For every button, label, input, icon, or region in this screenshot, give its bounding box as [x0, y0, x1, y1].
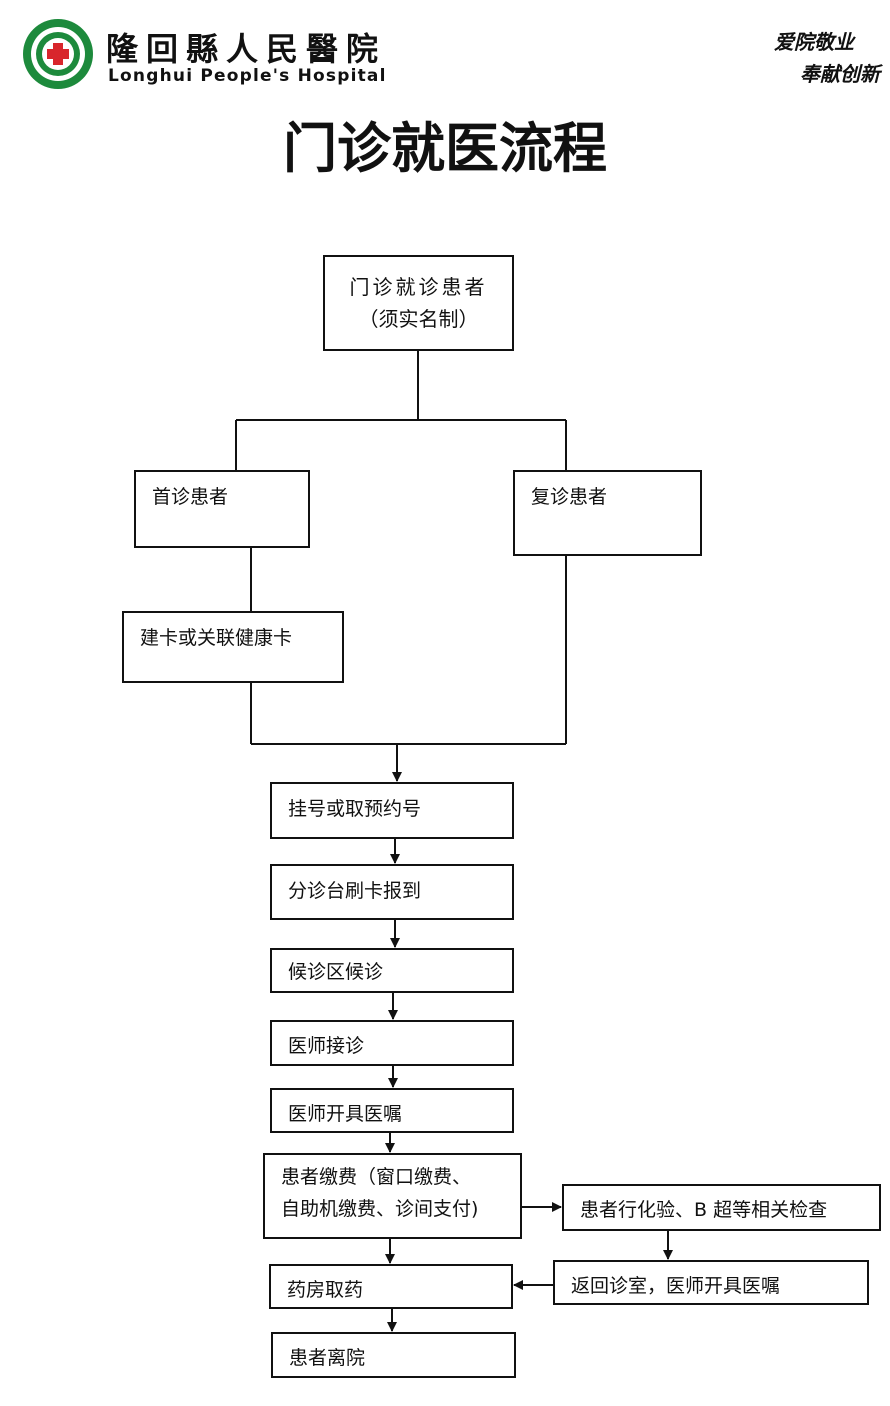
node-consult-label: 医师接诊 — [288, 1035, 365, 1057]
node-card-label: 建卡或关联健康卡 — [140, 627, 293, 649]
node-pharmacy: 药房取药 — [269, 1264, 513, 1309]
node-return-room-label: 返回诊室，医师开具医嘱 — [571, 1275, 781, 1297]
node-waiting: 候诊区候诊 — [270, 948, 514, 993]
node-return-visit: 复诊患者 — [513, 470, 702, 556]
hospital-name-cn: 隆回縣人民醫院 — [106, 30, 387, 68]
node-payment-line1: 患者缴费（窗口缴费、 — [281, 1166, 472, 1188]
motto: 爱院敬业 奉献创新 — [774, 26, 880, 90]
node-checkin-label: 分诊台刷卡报到 — [288, 880, 422, 902]
node-card: 建卡或关联健康卡 — [122, 611, 344, 683]
node-pharmacy-label: 药房取药 — [287, 1279, 364, 1301]
node-first-visit: 首诊患者 — [134, 470, 310, 548]
motto-line-1: 爱院敬业 — [774, 30, 854, 54]
node-register: 挂号或取预约号 — [270, 782, 514, 839]
node-return-room: 返回诊室，医师开具医嘱 — [553, 1260, 869, 1305]
node-exam-label: 患者行化验、B 超等相关检查 — [580, 1199, 828, 1221]
hospital-logo — [23, 19, 93, 89]
node-payment: 患者缴费（窗口缴费、 自助机缴费、诊间支付) — [263, 1153, 522, 1239]
node-exam: 患者行化验、B 超等相关检查 — [562, 1184, 881, 1231]
node-return-visit-label: 复诊患者 — [531, 486, 608, 508]
node-start: 门诊就诊患者 （须实名制） — [323, 255, 514, 351]
node-register-label: 挂号或取预约号 — [288, 798, 422, 820]
node-start-line2: （须实名制） — [358, 307, 479, 331]
node-leave-label: 患者离院 — [289, 1347, 366, 1369]
page-title: 门诊就医流程 — [283, 117, 607, 180]
node-orders-label: 医师开具医嘱 — [288, 1103, 403, 1125]
node-waiting-label: 候诊区候诊 — [288, 961, 384, 983]
node-first-visit-label: 首诊患者 — [152, 486, 229, 508]
node-start-line1: 门诊就诊患者 — [349, 275, 488, 299]
node-consult: 医师接诊 — [270, 1020, 514, 1066]
hospital-name-en: Longhui People's Hospital — [108, 66, 387, 86]
node-payment-line2: 自助机缴费、诊间支付) — [281, 1198, 479, 1220]
node-leave: 患者离院 — [271, 1332, 516, 1378]
node-checkin: 分诊台刷卡报到 — [270, 864, 514, 920]
motto-line-2: 奉献创新 — [800, 62, 880, 86]
node-orders: 医师开具医嘱 — [270, 1088, 514, 1133]
